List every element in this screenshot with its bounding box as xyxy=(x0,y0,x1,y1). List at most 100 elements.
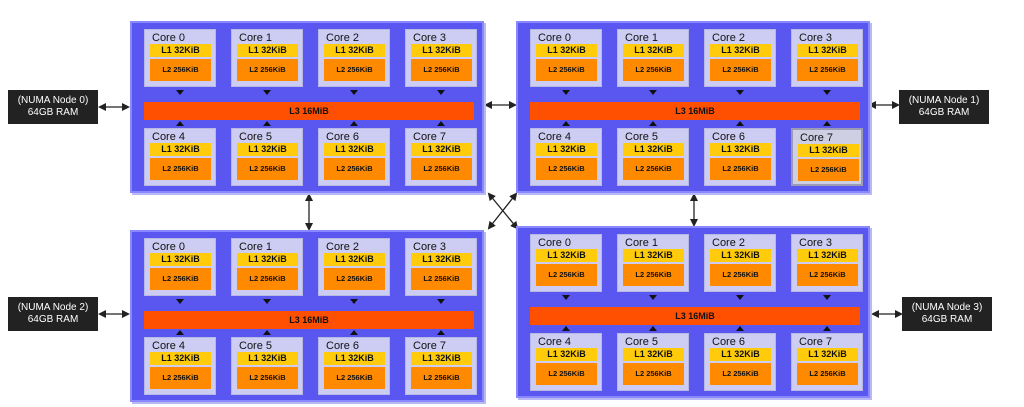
l2-cache: L2 256KiB xyxy=(536,264,597,286)
numa-node-label: (NUMA Node 2) xyxy=(17,302,89,313)
bus-arrow xyxy=(350,299,358,304)
numa-node-label: (NUMA Node 1) xyxy=(908,95,980,106)
l3-cache: L3 16MiB xyxy=(530,102,860,120)
l2-cache: L2 256KiB xyxy=(411,158,472,180)
bus-arrow xyxy=(350,330,358,335)
l1-cache: L1 32KiB xyxy=(536,44,597,57)
bus-arrow xyxy=(176,299,184,304)
core-label: Core 0 xyxy=(152,241,186,253)
l3-cache: L3 16MiB xyxy=(144,311,474,329)
core-4: Core 4 L1 32KiB L2 256KiB xyxy=(530,128,602,186)
bus-arrow xyxy=(263,330,271,335)
l1-cache: L1 32KiB xyxy=(324,253,385,266)
bus-arrow xyxy=(823,295,831,300)
core-label: Core 5 xyxy=(239,131,273,143)
numa-node-ram: 64GB RAM xyxy=(27,107,79,118)
l2-cache: L2 256KiB xyxy=(324,268,385,290)
l1-cache: L1 32KiB xyxy=(237,253,298,266)
core-label: Core 4 xyxy=(152,340,186,352)
numa-node-2-box: (NUMA Node 2) 64GB RAM xyxy=(8,297,98,331)
bus-arrow xyxy=(350,121,358,126)
core-3: Core 3 L1 32KiB L2 256KiB xyxy=(791,29,863,87)
bus-arrow xyxy=(736,121,744,126)
core-6: Core 6 L1 32KiB L2 256KiB xyxy=(704,333,776,391)
core-label: Core 6 xyxy=(326,131,360,143)
bus-arrow xyxy=(649,90,657,95)
l1-cache: L1 32KiB xyxy=(324,143,385,156)
l1-cache: L1 32KiB xyxy=(710,249,771,262)
l2-cache: L2 256KiB xyxy=(710,158,771,180)
l1-cache: L1 32KiB xyxy=(710,143,771,156)
core-label: Core 1 xyxy=(239,32,273,44)
core-5: Core 5 L1 32KiB L2 256KiB xyxy=(231,337,303,395)
l3-cache: L3 16MiB xyxy=(144,102,474,120)
core-label: Core 7 xyxy=(799,336,833,348)
l2-cache: L2 256KiB xyxy=(411,268,472,290)
numa-node-label: (NUMA Node 0) xyxy=(17,95,89,106)
core-3: Core 3 L1 32KiB L2 256KiB xyxy=(405,29,477,87)
core-label: Core 3 xyxy=(799,237,833,249)
core-4: Core 4 L1 32KiB L2 256KiB xyxy=(144,128,216,186)
core-2: Core 2 L1 32KiB L2 256KiB xyxy=(704,29,776,87)
core-label: Core 6 xyxy=(712,336,746,348)
l2-cache: L2 256KiB xyxy=(324,367,385,389)
l1-cache: L1 32KiB xyxy=(324,352,385,365)
core-2: Core 2 L1 32KiB L2 256KiB xyxy=(318,29,390,87)
socket-2: Core 0 L1 32KiB L2 256KiB Core 1 L1 32Ki… xyxy=(130,230,484,402)
core-0: Core 0 L1 32KiB L2 256KiB xyxy=(144,29,216,87)
l2-cache: L2 256KiB xyxy=(710,363,771,385)
core-0: Core 0 L1 32KiB L2 256KiB xyxy=(530,234,602,292)
bus-arrow xyxy=(176,90,184,95)
l2-cache: L2 256KiB xyxy=(237,59,298,81)
l1-cache: L1 32KiB xyxy=(150,253,211,266)
bus-arrow xyxy=(649,295,657,300)
l2-cache: L2 256KiB xyxy=(237,367,298,389)
link-socket1-socket2 xyxy=(487,192,518,230)
core-label: Core 2 xyxy=(326,32,360,44)
core-label: Core 5 xyxy=(625,131,659,143)
l1-cache: L1 32KiB xyxy=(411,352,472,365)
l2-cache: L2 256KiB xyxy=(797,264,858,286)
bus-arrow xyxy=(437,121,445,126)
core-label: Core 4 xyxy=(152,131,186,143)
l2-cache: L2 256KiB xyxy=(536,158,597,180)
core-5: Core 5 L1 32KiB L2 256KiB xyxy=(231,128,303,186)
l2-cache: L2 256KiB xyxy=(237,158,298,180)
l1-cache: L1 32KiB xyxy=(411,253,472,266)
core-label: Core 0 xyxy=(538,237,572,249)
l1-cache: L1 32KiB xyxy=(150,143,211,156)
l3-cache: L3 16MiB xyxy=(530,307,860,325)
bus-arrow xyxy=(562,326,570,331)
l1-cache: L1 32KiB xyxy=(623,143,684,156)
core-label: Core 4 xyxy=(538,336,572,348)
bus-arrow xyxy=(649,326,657,331)
numa-node-0-box: (NUMA Node 0) 64GB RAM xyxy=(8,90,98,124)
core-label: Core 7 xyxy=(800,132,834,144)
core-7: Core 7 L1 32KiB L2 256KiB xyxy=(405,337,477,395)
core-label: Core 5 xyxy=(239,340,273,352)
core-label: Core 1 xyxy=(625,32,659,44)
bus-arrow xyxy=(437,299,445,304)
l2-cache: L2 256KiB xyxy=(324,158,385,180)
core-label: Core 6 xyxy=(326,340,360,352)
core-2: Core 2 L1 32KiB L2 256KiB xyxy=(704,234,776,292)
l2-cache: L2 256KiB xyxy=(797,59,858,81)
l1-cache: L1 32KiB xyxy=(237,44,298,57)
bus-arrow xyxy=(176,330,184,335)
l1-cache: L1 32KiB xyxy=(710,44,771,57)
core-5: Core 5 L1 32KiB L2 256KiB xyxy=(617,333,689,391)
l2-cache: L2 256KiB xyxy=(411,59,472,81)
l1-cache: L1 32KiB xyxy=(150,44,211,57)
core-0: Core 0 L1 32KiB L2 256KiB xyxy=(144,238,216,296)
core-label: Core 6 xyxy=(712,131,746,143)
core-label: Core 7 xyxy=(413,340,447,352)
core-label: Core 1 xyxy=(625,237,659,249)
l1-cache: L1 32KiB xyxy=(536,348,597,361)
l1-cache: L1 32KiB xyxy=(710,348,771,361)
bus-arrow xyxy=(823,121,831,126)
core-1: Core 1 L1 32KiB L2 256KiB xyxy=(617,29,689,87)
core-label: Core 0 xyxy=(152,32,186,44)
l2-cache: L2 256KiB xyxy=(623,363,684,385)
